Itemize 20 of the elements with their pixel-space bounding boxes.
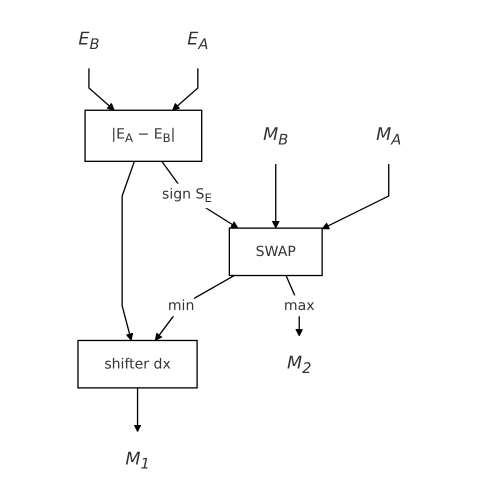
arrow [272, 164, 280, 228]
node-text: M$_{1}$ [124, 448, 150, 472]
arrow [88, 68, 114, 111]
node-box: SWAP [228, 227, 322, 276]
edge-label: max [284, 297, 314, 314]
arrow [321, 164, 390, 230]
node-text: E$_{A}$ [186, 28, 208, 52]
node-text: M$_{2}$ [286, 352, 312, 376]
node-box: |E$_{A}$ − E$_{B}$| [84, 110, 202, 162]
node-text: M$_{A}$ [376, 124, 401, 148]
arrow [161, 160, 238, 228]
node-box: shifter dx [77, 340, 198, 389]
node-text: M$_{B}$ [262, 124, 288, 148]
arrow [121, 161, 135, 341]
arrow [172, 68, 198, 111]
arrow [133, 388, 142, 432]
edge-label: min [168, 297, 194, 314]
arrow [154, 274, 234, 341]
node-text: E$_{B}$ [78, 28, 100, 52]
edge-label: sign S$_{E}$ [162, 185, 212, 206]
